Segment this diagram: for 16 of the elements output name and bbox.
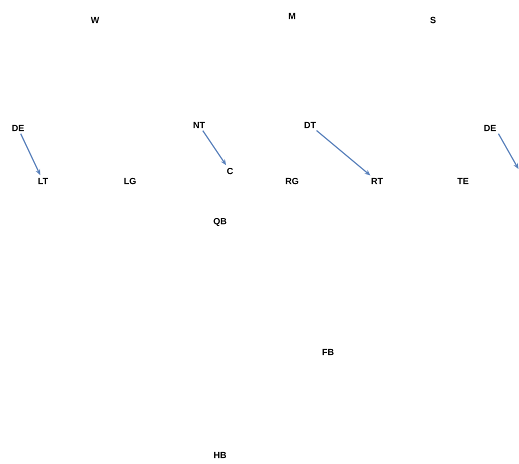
position-label: RT: [372, 178, 383, 184]
position-label: M: [288, 12, 296, 20]
position-label: NT: [194, 122, 205, 128]
position-label: DT: [304, 122, 316, 128]
position-label: W: [90, 16, 100, 24]
position-label: TE: [457, 178, 468, 184]
position-label: DE: [484, 124, 496, 132]
position-label: LT: [38, 178, 48, 184]
position-label: HB: [214, 452, 226, 458]
position-label: QB: [214, 218, 226, 226]
position-label: LG: [124, 178, 136, 184]
position-label: RG: [286, 178, 298, 184]
position-label: C: [227, 168, 233, 174]
position-label: DE: [12, 124, 24, 132]
position-label: S: [430, 16, 436, 24]
position-label: FB: [322, 348, 334, 356]
